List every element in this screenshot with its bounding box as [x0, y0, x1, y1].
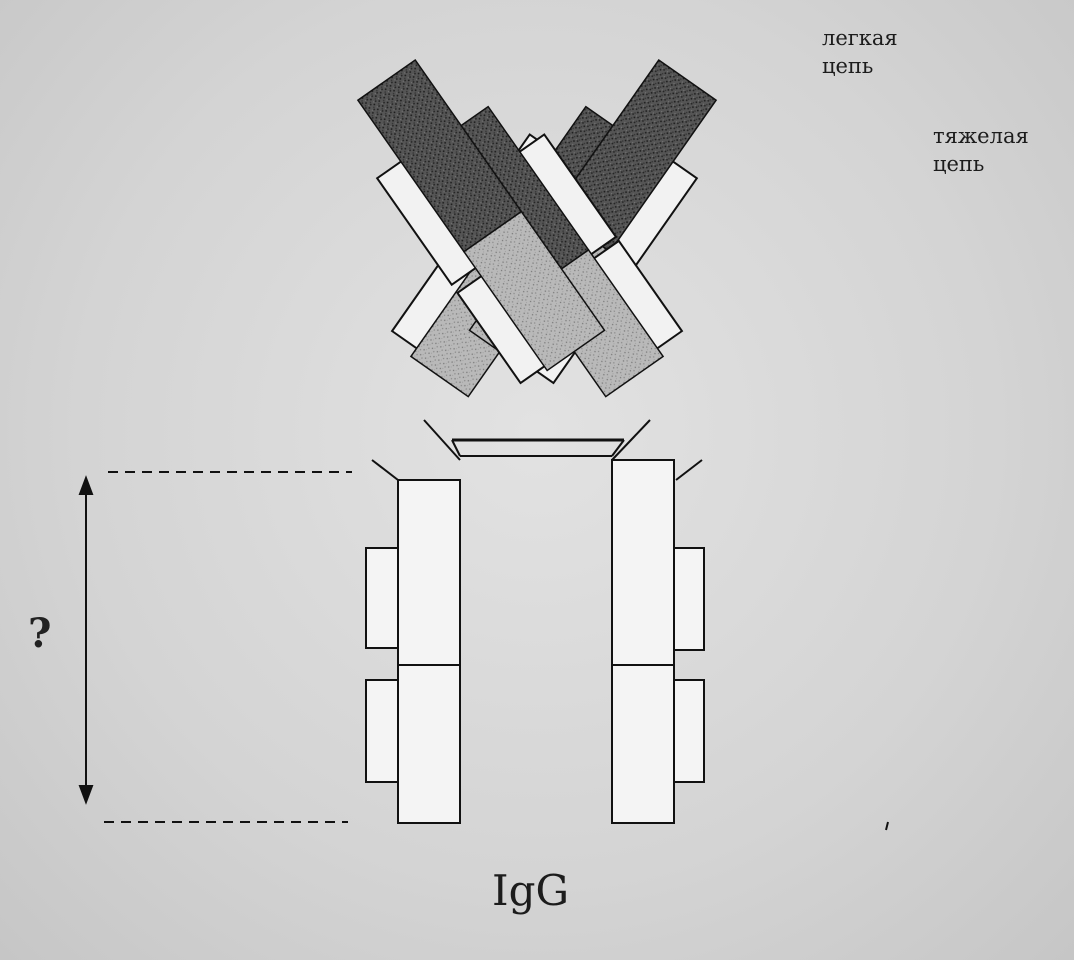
stray-mark: [885, 821, 889, 831]
diagram-title: IgG: [492, 866, 570, 915]
heavy-chain-label-line2: цепь: [933, 152, 985, 176]
right-fc-ch2-domain: [611, 459, 675, 666]
right-arm: [356, 58, 684, 398]
fc-stem: [365, 459, 705, 824]
heavy-chain-label-line1: тяжелая: [933, 124, 1029, 148]
light-chain-label: легкая цепь: [822, 24, 898, 80]
question-mark-label: ?: [28, 610, 52, 657]
heavy-chain-label: тяжелая цепь: [933, 122, 1029, 178]
dimension-markers: [78, 471, 352, 823]
right-light-constant-domain: [462, 210, 606, 372]
light-chain-label-line2: цепь: [822, 54, 874, 78]
right-fc-ch3-domain: [611, 664, 675, 824]
left-fc-ch2-domain: [397, 479, 461, 666]
left-fc-ch3-domain: [397, 664, 461, 824]
light-chain-label-line1: легкая: [822, 26, 898, 50]
hinge-region: [371, 419, 703, 481]
